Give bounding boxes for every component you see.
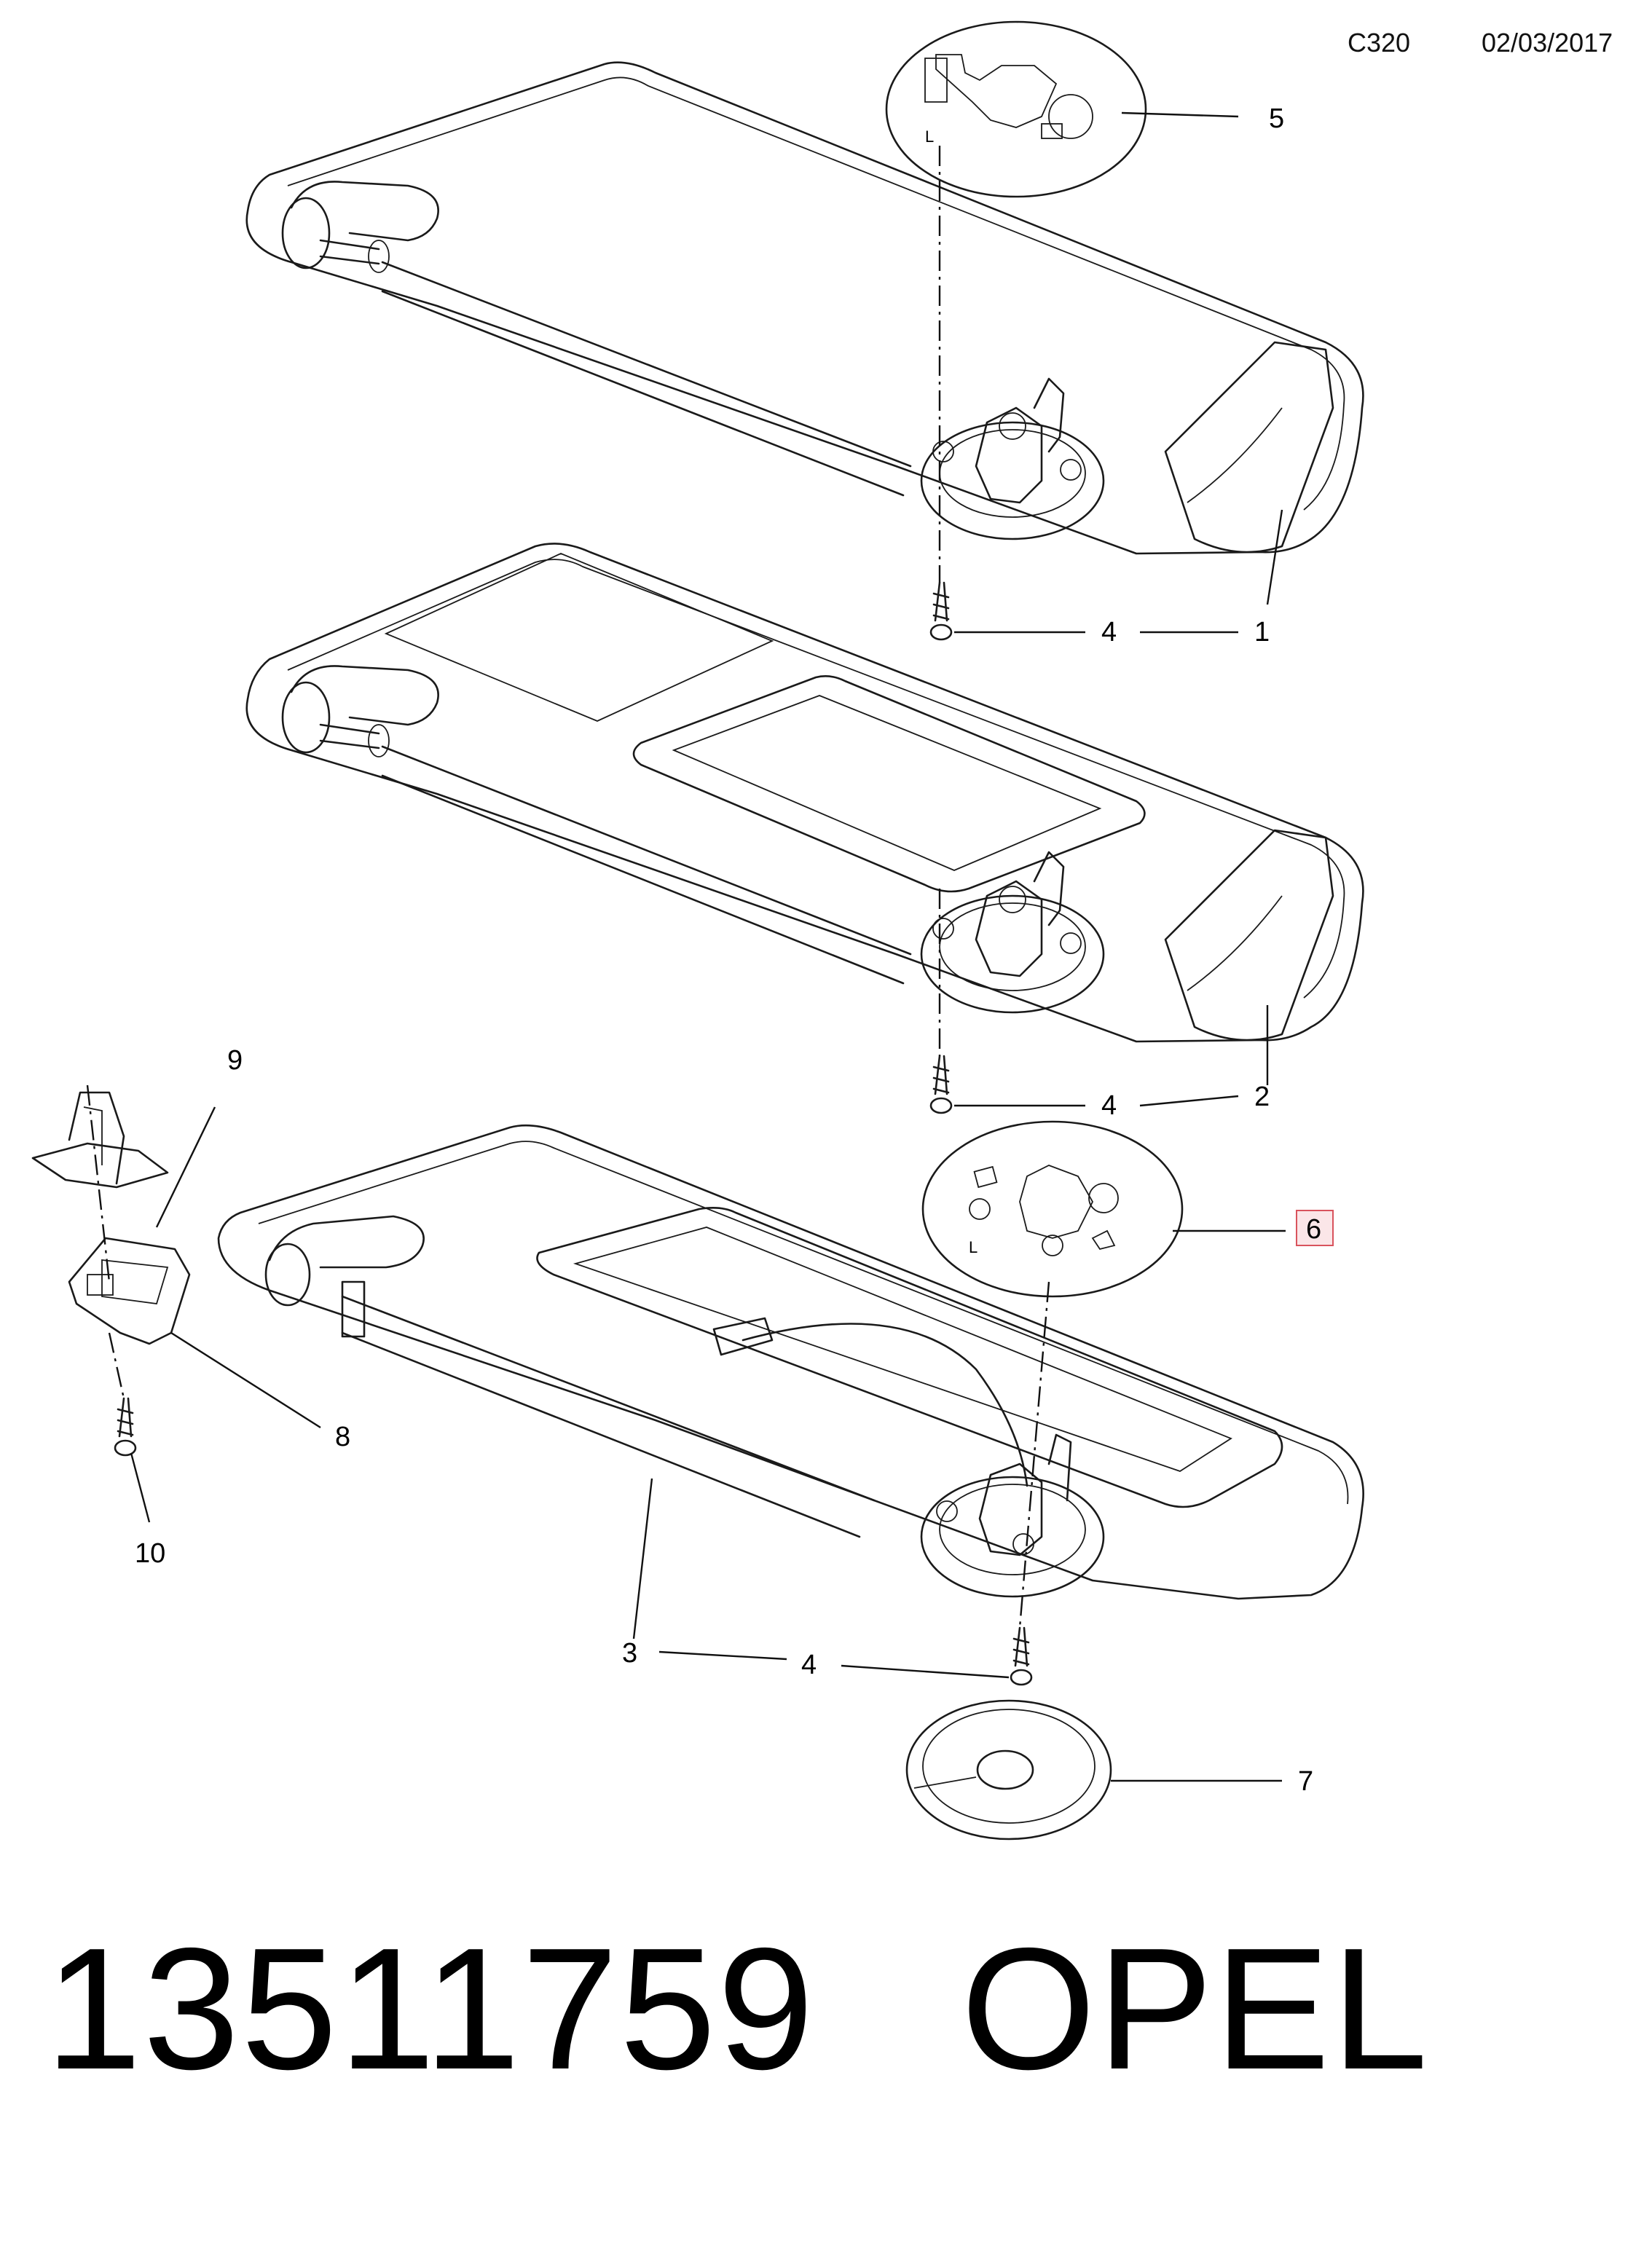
svg-text:L: L xyxy=(925,127,934,146)
diagram-code: C320 xyxy=(1348,28,1411,58)
callout-9: 9 xyxy=(227,1045,243,1076)
callout-4-middle: 4 xyxy=(1101,1090,1117,1121)
leader-lines xyxy=(130,111,1286,1782)
sun-visor-2 xyxy=(245,543,1364,1043)
retaining-clip-9 xyxy=(31,1091,169,1189)
callout-8: 8 xyxy=(335,1422,350,1452)
callout-4-bottom: 4 xyxy=(801,1650,817,1680)
mounting-disc-6: L xyxy=(921,1120,1184,1298)
screw-10 xyxy=(114,1397,137,1457)
part-number: 13511759 xyxy=(45,1913,816,2106)
mounting-bracket-8 xyxy=(68,1237,191,1345)
callout-labels: 5 4 1 9 4 2 6 8 10 3 4 7 xyxy=(135,103,1334,1797)
screw-4b xyxy=(929,1055,953,1114)
sun-visor-3 xyxy=(217,1124,1364,1600)
screw-4a xyxy=(929,581,953,641)
callout-3: 3 xyxy=(622,1638,637,1669)
brand-name: OPEL xyxy=(961,1913,1430,2106)
mounting-disc-5: L xyxy=(885,20,1147,198)
callout-1: 1 xyxy=(1254,617,1270,647)
svg-text:L: L xyxy=(969,1238,978,1256)
cover-cap-7 xyxy=(905,1699,1112,1841)
assembly-axes xyxy=(86,146,1050,1629)
screw-4c xyxy=(1010,1626,1033,1686)
callout-6-highlight xyxy=(1296,1210,1334,1246)
callout-7: 7 xyxy=(1298,1766,1313,1797)
callout-5: 5 xyxy=(1269,103,1284,134)
callout-2: 2 xyxy=(1254,1082,1270,1112)
sun-visor-1 xyxy=(245,61,1364,555)
callout-10: 10 xyxy=(135,1538,165,1569)
callout-6: 6 xyxy=(1306,1214,1321,1245)
diagram-date: 02/03/2017 xyxy=(1482,28,1613,58)
callout-4-top: 4 xyxy=(1101,617,1117,647)
